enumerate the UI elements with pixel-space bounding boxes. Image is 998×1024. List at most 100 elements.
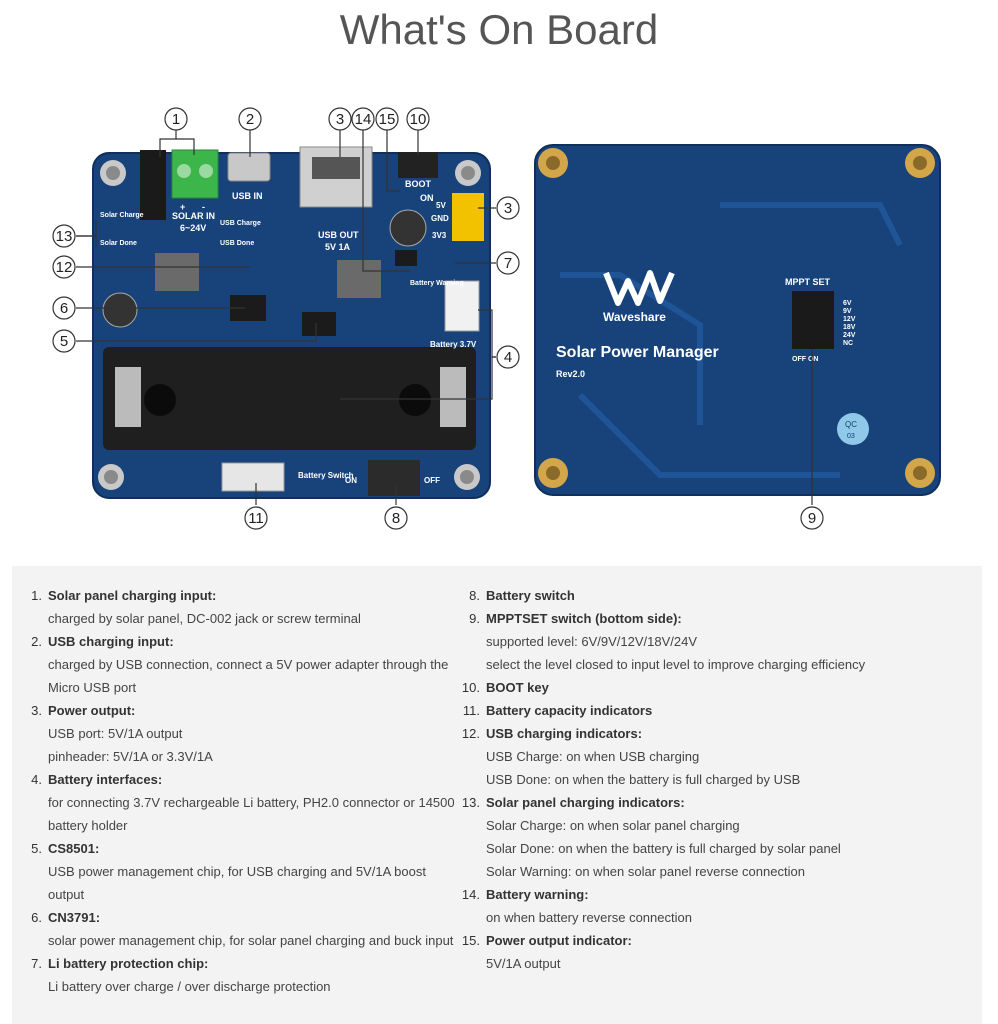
legend-item-description: Micro USB port: [48, 680, 137, 695]
legend-item-number: 12.: [461, 726, 480, 741]
legend-item-description: 5V/1A output: [486, 956, 561, 971]
back-label-level-3: 18V: [843, 324, 856, 331]
board-label-solar-range: 6~24V: [180, 223, 206, 233]
back-label-level-5: NC: [843, 340, 853, 347]
callout: 13: [52, 224, 76, 248]
legend-item-description: charged by USB connection, connect a 5V …: [48, 657, 449, 672]
callout: 9: [800, 506, 824, 530]
mounting-hole: [455, 160, 481, 186]
legend-item-number: 4.: [31, 772, 42, 787]
legend-item-number: 5.: [31, 841, 42, 856]
legend-item-description: USB power management chip, for USB charg…: [48, 864, 426, 879]
svg-text:10: 10: [410, 111, 427, 128]
board-label-usb-out: USB OUT: [318, 230, 359, 240]
front-board: + - SOLAR IN 6~24V USB IN USB OUT 5V 1A …: [92, 146, 491, 499]
mounting-hole: [905, 148, 935, 178]
callout-leaders: [76, 127, 813, 505]
board-label-solar-done: Solar Done: [100, 240, 137, 247]
svg-text:11: 11: [248, 510, 264, 527]
legend-item-description: USB Done: on when the battery is full ch…: [486, 772, 801, 787]
svg-text:8: 8: [392, 510, 400, 527]
legend-item: 15.Power output indicator:5V/1A output: [462, 929, 956, 975]
back-label-level-2: 12V: [843, 316, 856, 323]
svg-text:1: 1: [172, 111, 180, 128]
legend-item-number: 13.: [461, 795, 480, 810]
legend-item-description: Solar Charge: on when solar panel chargi…: [486, 818, 740, 833]
legend-item: 5.CS8501:USB power management chip, for …: [31, 837, 468, 906]
legend-item-title: BOOT key: [486, 680, 549, 695]
board-label-pin-gnd: GND: [431, 214, 449, 223]
board-label-battery-warning: Battery Warning: [410, 280, 464, 287]
back-label-brand: Waveshare: [603, 310, 666, 324]
legend-item-title: Battery switch: [486, 588, 575, 603]
legend-column-left: 1.Solar panel charging input:charged by …: [31, 584, 468, 998]
legend-item-description: select the level closed to input level t…: [486, 657, 866, 672]
legend-item-number: 14.: [461, 887, 480, 902]
ph20-connector: [444, 280, 480, 332]
mounting-hole: [538, 458, 568, 488]
mounting-hole: [905, 458, 935, 488]
back-label-level-0: 6V: [843, 300, 852, 307]
callout: 15: [375, 107, 399, 131]
callout: 10: [406, 107, 430, 131]
legend-item-number: 3.: [31, 703, 42, 718]
back-board: Waveshare Solar Power Manager Rev2.0 MPP…: [534, 144, 941, 496]
board-label-pin-3v3: 3V3: [432, 231, 447, 240]
legend-item: 14.Battery warning:on when battery rever…: [462, 883, 956, 929]
callout: 3: [496, 196, 520, 220]
svg-text:6: 6: [60, 300, 68, 317]
qc-sticker: [837, 413, 869, 445]
legend-item: 8. Battery switch: [469, 584, 956, 607]
back-label-qc-num: 03: [847, 433, 855, 440]
svg-text:3: 3: [336, 111, 344, 128]
callout: 12: [52, 255, 76, 279]
board-label-plus: +: [180, 202, 185, 212]
mounting-hole: [98, 464, 124, 490]
svg-text:4: 4: [504, 349, 512, 366]
pin-header: [452, 193, 484, 241]
legend-item: 1.Solar panel charging input:charged by …: [31, 584, 468, 630]
capacitor: [102, 292, 138, 328]
legend-item: 6.CN3791:solar power management chip, fo…: [31, 906, 468, 952]
battery-switch: [368, 460, 420, 496]
callout: 3: [328, 107, 352, 131]
board-label-solar-in: SOLAR IN: [172, 211, 215, 221]
mounting-hole: [538, 148, 568, 178]
legend-item-description: pinheader: 5V/1A or 3.3V/1A: [48, 749, 213, 764]
legend-item-number: 15.: [461, 933, 480, 948]
back-label-product: Solar Power Manager: [556, 344, 719, 361]
legend-item-description: Li battery over charge / over discharge …: [48, 979, 331, 994]
legend-item-number: 2.: [31, 634, 42, 649]
legend-item-description: supported level: 6V/9V/12V/18V/24V: [486, 634, 698, 649]
legend-item-title: USB charging indicators:: [486, 726, 643, 741]
callout: 11: [244, 506, 268, 530]
board-label-pin-5v: 5V: [436, 201, 446, 210]
legend-item-title: MPPTSET switch (bottom side):: [486, 611, 682, 626]
mounting-hole: [100, 160, 126, 186]
legend-item-description: USB port: 5V/1A output: [48, 726, 183, 741]
board-figure: + - SOLAR IN 6~24V USB IN USB OUT 5V 1A …: [52, 107, 941, 530]
svg-text:5: 5: [60, 333, 68, 350]
board-label-usb-out-rating: 5V 1A: [325, 242, 351, 252]
legend-item-title: Battery capacity indicators: [486, 703, 653, 718]
callout: 7: [496, 251, 520, 275]
legend-item: 2.USB charging input:charged by USB conn…: [31, 630, 468, 699]
svg-text:14: 14: [355, 111, 372, 128]
legend-item-title: Battery interfaces:: [48, 772, 163, 787]
protection-chip: [395, 250, 417, 266]
legend-item-number: 8.: [469, 588, 480, 603]
boot-key: [398, 152, 438, 178]
legend-item-number: 1.: [31, 588, 42, 603]
legend-item-number: 10.: [461, 680, 480, 695]
board-label-switch-off: OFF: [424, 476, 440, 485]
legend-item: 10. BOOT key: [462, 676, 956, 699]
board-label-on: ON: [420, 193, 434, 203]
board-label-battery-37: Battery 3.7V: [430, 340, 477, 349]
legend-item-description: Solar Done: on when the battery is full …: [486, 841, 841, 856]
capacity-indicator: [221, 462, 285, 492]
back-label-qc: QC: [845, 420, 857, 429]
back-label-level-4: 24V: [843, 332, 856, 339]
back-label-level-1: 9V: [843, 308, 852, 315]
